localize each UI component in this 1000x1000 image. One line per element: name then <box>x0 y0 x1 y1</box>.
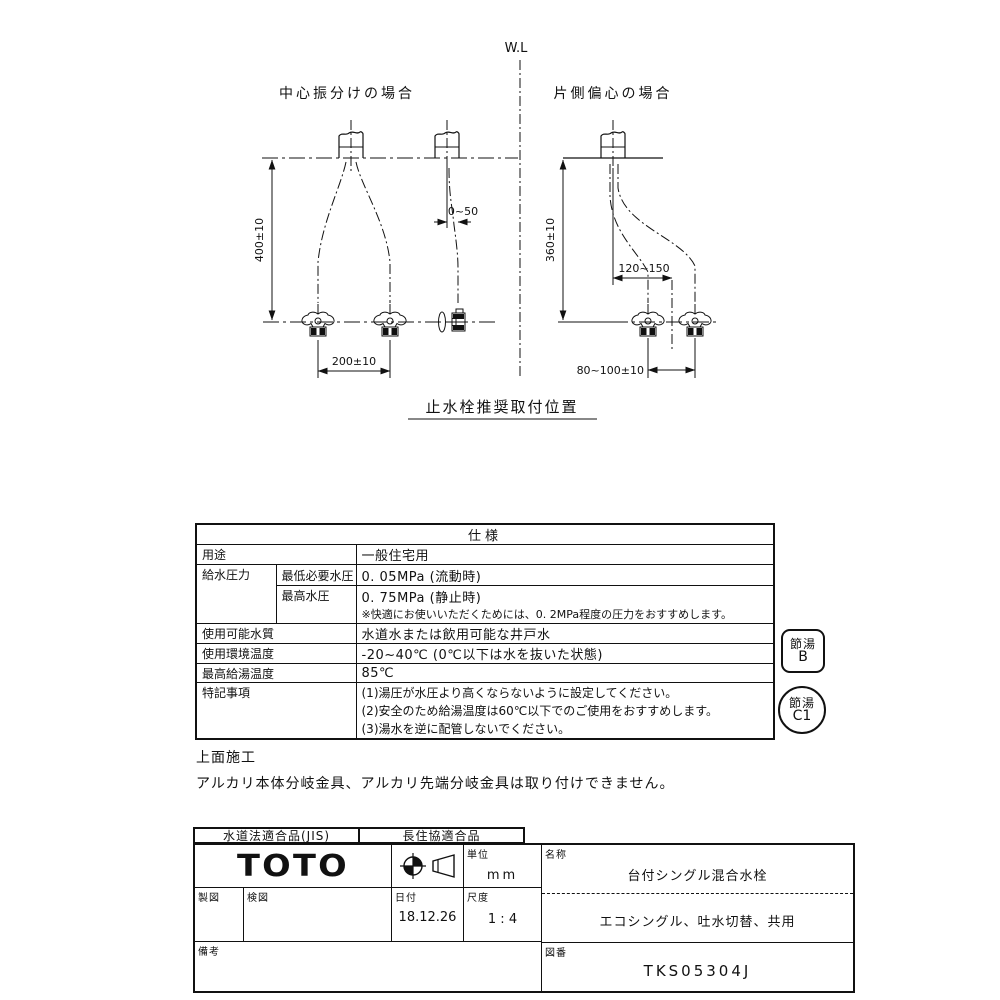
table-row: 給水圧力 最低必要水圧 0. 05MPa (流動時) <box>195 564 775 624</box>
badge-grade: C1 <box>792 708 812 724</box>
cert-jis-label: 水道法適合品(JIS) <box>222 829 331 843</box>
toto-logo: TOTO <box>237 848 349 884</box>
drawing-number-cell: 図番 TKS05304J <box>542 943 853 991</box>
third-angle-projection-icon <box>399 853 455 879</box>
checked-by-cell: 検図 <box>244 888 392 942</box>
diagram-caption: 止水栓推奨取付位置 <box>425 398 578 416</box>
cert-chojukyo-cell: 長住協適合品 <box>358 827 525 844</box>
product-name-cell: 名称 台付シングル混合水栓 <box>542 845 853 894</box>
max-pressure-label: 最高水圧 <box>275 585 357 624</box>
badge-label: 節湯 <box>788 696 815 710</box>
ambient-temp-label: 使用環境温度 <box>195 643 357 664</box>
table-row: 最高給湯温度 85℃ <box>195 663 775 683</box>
date-value: 18.12.26 <box>398 910 457 925</box>
scale-label: 尺度 <box>467 893 489 904</box>
cert-jis-cell: 水道法適合品(JIS) <box>193 827 360 844</box>
usage-value: 一般住宅用 <box>355 544 775 565</box>
product-subtitle: エコシングル、吐水切替、共用 <box>599 915 796 930</box>
stop-valve <box>678 303 712 337</box>
left-diagram-title: 中心振分けの場合 <box>279 86 415 102</box>
badge-grade: B <box>798 649 808 665</box>
checked-label: 検図 <box>247 893 269 904</box>
usage-label: 用途 <box>195 544 357 565</box>
wl-label: W.L <box>505 41 528 56</box>
drawn-by-cell: 製図 <box>195 888 244 942</box>
dim-400: 400±10 <box>253 218 266 262</box>
stop-valve <box>631 303 665 337</box>
remarks-cell: 備考 <box>195 942 542 991</box>
date-cell: 日付 18.12.26 <box>392 888 464 942</box>
product-name-value: 台付シングル混合水栓 <box>627 869 768 884</box>
water-quality-value: 水道水または飲用可能な井戸水 <box>355 623 775 644</box>
installation-note-heading: 上面施工 <box>196 750 256 766</box>
stop-valve <box>301 303 335 337</box>
installation-note: 上面施工 アルカリ本体分岐金具、アルカリ先端分岐金具は取り付けできません。 <box>196 747 674 793</box>
unit-cell: 単位 mm <box>464 845 542 888</box>
table-row: 仕様 <box>195 523 775 545</box>
pipe-left-b <box>355 161 391 303</box>
setsuyu-b-badge: 節湯 B <box>781 629 825 673</box>
dim-360: 360±10 <box>544 218 557 262</box>
max-pressure-value: 0. 75MPa (静止時) <box>361 591 482 606</box>
water-quality-label: 使用可能水質 <box>195 623 357 644</box>
special-note-3: (3)湯水を逆に配管しないでください。 <box>361 722 571 736</box>
dim-200: 200±10 <box>332 355 376 368</box>
pressure-note: ※快適にお使いいただくためには、0. 2MPa程度の圧力をおすすめします。 <box>361 608 732 621</box>
drawing-no-label: 図番 <box>545 948 567 959</box>
supply-pressure-label: 給水圧力 <box>195 564 277 624</box>
special-notes-label: 特記事項 <box>195 682 357 740</box>
installation-note-body: アルカリ本体分岐金具、アルカリ先端分岐金具は取り付けできません。 <box>196 776 675 792</box>
min-pressure-value: 0. 05MPa (流動時) <box>355 564 775 586</box>
title-block-grid: TOTO 単位 mm 製図 <box>193 843 855 993</box>
unit-label: 単位 <box>467 850 489 861</box>
date-label: 日付 <box>395 893 417 904</box>
ambient-temp-value: -20~40℃ (0℃以下は水を抜いた状態) <box>355 643 775 664</box>
pipe-right-b <box>617 164 696 303</box>
pipe-left-a <box>317 161 347 303</box>
table-row: 用途 一般住宅用 <box>195 544 775 565</box>
projection-symbol-cell <box>392 845 464 888</box>
product-subtitle-cell: エコシングル、吐水切替、共用 <box>542 894 853 943</box>
right-diagram-title: 片側偏心の場合 <box>554 86 673 102</box>
max-hot-temp-label: 最高給湯温度 <box>195 663 357 683</box>
name-label: 名称 <box>545 850 567 861</box>
max-hot-temp-value: 85℃ <box>355 663 775 683</box>
drawing-no-value: TKS05304J <box>643 962 752 980</box>
cert-chojukyo-label: 長住協適合品 <box>402 829 481 843</box>
spec-table: 仕様 用途 一般住宅用 給水圧力 最低必要水圧 0. 05MPa (流動時) 最… <box>195 523 776 740</box>
title-block: 水道法適合品(JIS) 長住協適合品 TOTO <box>193 827 855 993</box>
dim-120-150: 120~150 <box>618 262 669 275</box>
setsuyu-c1-badge: 節湯 C1 <box>778 686 826 734</box>
special-note-1: (1)湯圧が水圧より高くならないように設定してください。 <box>361 686 678 700</box>
remarks-label: 備考 <box>198 947 220 958</box>
dim-0-50: 0~50 <box>448 205 478 218</box>
table-row: 特記事項 (1)湯圧が水圧より高くならないように設定してください。 (2)安全の… <box>195 682 775 740</box>
pipe-right-a <box>609 164 649 303</box>
min-pressure-label: 最低必要水圧 <box>275 564 357 586</box>
scale-value: 1 : 4 <box>487 912 518 927</box>
installation-diagram: W.L 中心振分けの場合 片側偏心の場合 <box>253 41 718 420</box>
dim-80-100: 80~100±10 <box>577 364 644 377</box>
drawn-label: 製図 <box>198 893 220 904</box>
badge-label: 節湯 <box>789 637 816 651</box>
unit-value: mm <box>486 868 519 883</box>
scale-cell: 尺度 1 : 4 <box>464 888 542 942</box>
table-row: 使用環境温度 -20~40℃ (0℃以下は水を抜いた状態) <box>195 643 775 664</box>
table-row: 最高水圧 0. 75MPa (静止時) ※快適にお使いいただくためには、0. 2… <box>196 585 775 624</box>
brand-cell: TOTO <box>195 845 392 888</box>
stop-valve-side <box>438 308 466 333</box>
stop-valve <box>373 303 407 337</box>
pipe-center <box>448 167 459 303</box>
special-note-2: (2)安全のため給湯温度は60℃以下でのご使用をおすすめします。 <box>361 704 719 718</box>
table-row: 使用可能水質 水道水または飲用可能な井戸水 <box>195 623 775 644</box>
spec-title: 仕様 <box>195 523 775 545</box>
